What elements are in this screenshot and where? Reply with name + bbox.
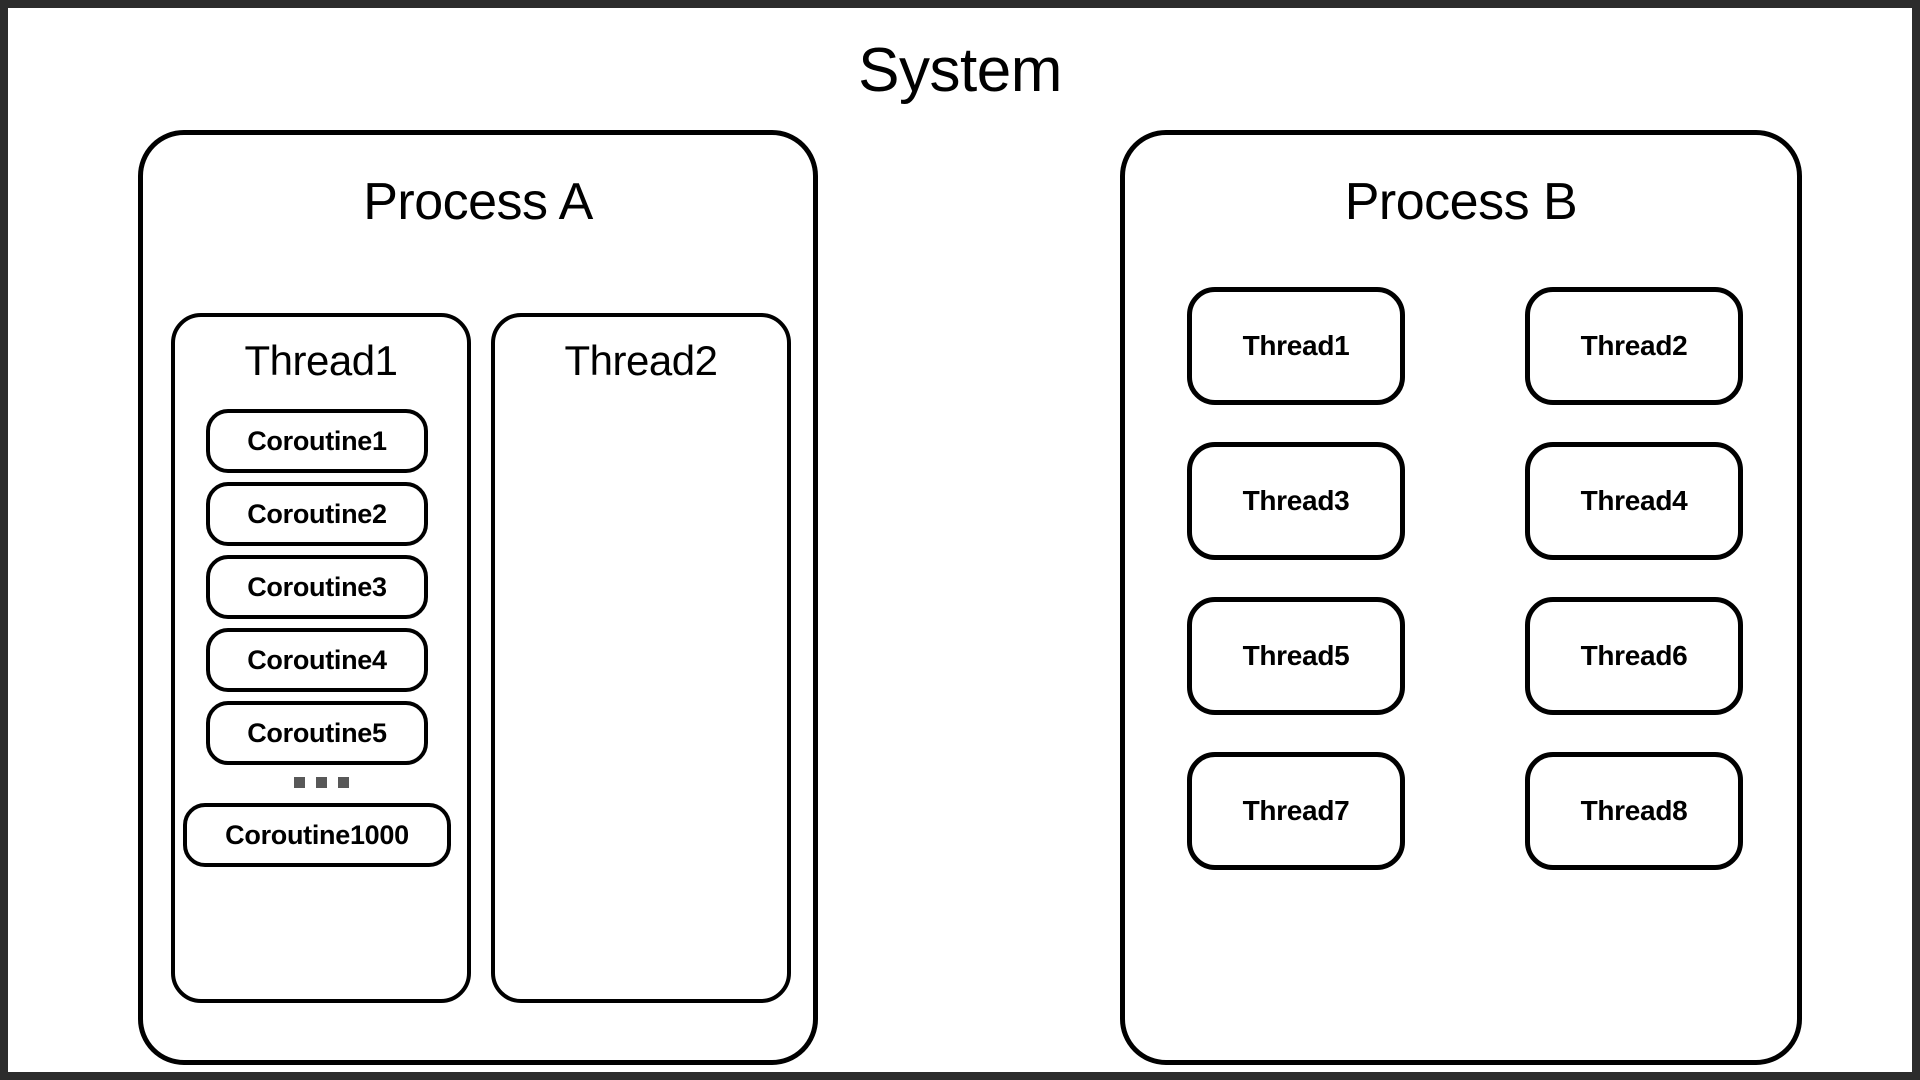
process-a-title: Process A [363,173,593,231]
thread-card[interactable]: Thread4 [1525,442,1743,560]
process-a-thread1-box[interactable]: Thread1 Coroutine1 Coroutine2 Coroutine3… [171,313,471,1003]
ellipsis-dot [315,777,327,788]
process-a-thread2-box[interactable]: Thread2 [491,313,791,1003]
thread-card[interactable]: Thread2 [1525,287,1743,405]
system-title: System [858,36,1062,105]
coroutine-item[interactable]: Coroutine4 [206,628,428,692]
coroutine-item[interactable]: Coroutine5 [206,701,428,765]
process-b-title: Process B [1344,173,1578,231]
coroutine-item-last[interactable]: Coroutine1000 [183,803,451,867]
thread-card[interactable]: Thread3 [1187,442,1405,560]
diagram-canvas: System Process A Thread1 Coroutine1 Coro… [8,8,1912,1072]
process-b-thread-grid: Thread1 Thread2 Thread3 Thread4 Thread5 … [1187,287,1743,927]
ellipsis-dot [293,777,305,788]
process-b-box[interactable]: Process B Thread1 Thread2 Thread3 Thread… [1120,130,1802,1065]
coroutine-list: Coroutine1 Coroutine2 Coroutine3 Corouti… [175,409,467,999]
thread-card[interactable]: Thread5 [1187,597,1405,715]
ellipsis-dot [337,777,349,788]
process-a-thread2-label: Thread2 [564,337,718,384]
thread-card[interactable]: Thread6 [1525,597,1743,715]
thread-card[interactable]: Thread7 [1187,752,1405,870]
coroutine-ellipsis-icon [175,777,467,788]
coroutine-item[interactable]: Coroutine1 [206,409,428,473]
thread-card[interactable]: Thread1 [1187,287,1405,405]
process-a-box[interactable]: Process A Thread1 Coroutine1 Coroutine2 … [138,130,818,1065]
thread-card[interactable]: Thread8 [1525,752,1743,870]
coroutine-item[interactable]: Coroutine2 [206,482,428,546]
coroutine-item[interactable]: Coroutine3 [206,555,428,619]
process-a-thread1-label: Thread1 [244,337,398,384]
